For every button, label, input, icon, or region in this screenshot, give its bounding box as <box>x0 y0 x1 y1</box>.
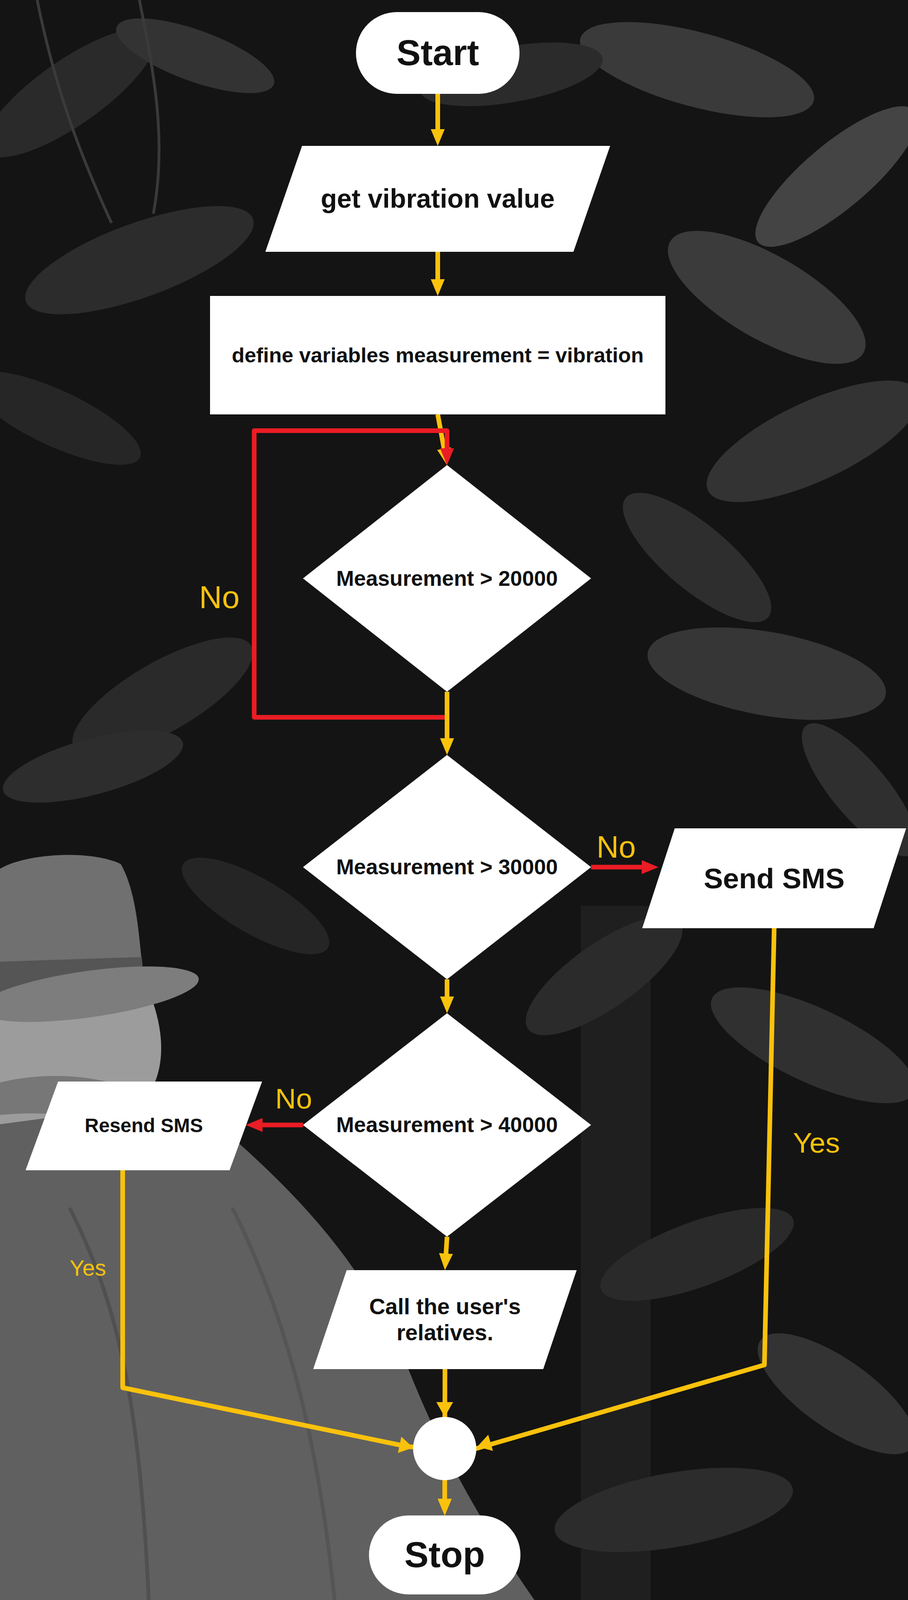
edge-label: Yes <box>69 1256 106 1282</box>
process-box: define variables measurement = vibration <box>210 296 666 415</box>
node-label: define variables measurement = vibration <box>231 343 645 368</box>
flow-arrow <box>444 979 450 1003</box>
leaf <box>548 1452 800 1568</box>
parallelogram-shape <box>25 1081 263 1171</box>
flow-arrow <box>435 93 441 135</box>
flow-arrow <box>445 1236 448 1260</box>
flow-arrow <box>444 691 450 744</box>
node-label: Stop <box>404 1534 485 1577</box>
leaf <box>0 353 152 483</box>
output-parallelogram: Send SMS <box>642 828 907 929</box>
diamond-shape <box>302 1013 592 1237</box>
node-text: Measurement > 40000 <box>336 1112 559 1138</box>
node-text: Measurement > 30000 <box>336 855 559 880</box>
node-text: Send SMS <box>703 861 845 895</box>
node-label: Start <box>396 32 480 74</box>
edge-label: No <box>596 830 636 865</box>
node-label: Resend SMS <box>84 1114 203 1138</box>
coat-fold <box>232 1208 335 1600</box>
node-label: Measurement > 40000 <box>336 1112 559 1138</box>
leaf <box>696 964 908 1127</box>
parallelogram-shape <box>313 1270 577 1370</box>
leaf <box>589 1189 804 1321</box>
node-text: Start <box>396 32 480 74</box>
decision-diamond: Measurement > 30000 <box>302 755 592 980</box>
node-label: Send SMS <box>703 861 845 895</box>
edge-label: Yes <box>792 1127 840 1159</box>
node-label: Measurement > 30000 <box>336 855 559 880</box>
decision-diamond: Measurement > 40000 <box>302 1013 592 1237</box>
node-text: Measurement > 20000 <box>336 566 559 592</box>
leaf <box>691 356 908 527</box>
node-text: Resend SMS <box>84 1114 203 1138</box>
leaf <box>107 3 283 109</box>
hat-brim <box>0 955 203 1034</box>
flow-arrow <box>435 251 441 285</box>
input-parallelogram: get vibration value <box>265 145 611 252</box>
node-text: define variables measurement = vibration <box>231 343 645 368</box>
leaf <box>736 85 908 268</box>
flow-arrow <box>444 928 775 1505</box>
parallelogram-shape <box>265 145 611 252</box>
output-parallelogram: Call the user's relatives. <box>313 1270 577 1370</box>
leaf <box>605 473 790 643</box>
pill-shape <box>368 1515 521 1595</box>
coat-fold <box>69 1208 149 1600</box>
node-text: Call the user's relatives. <box>353 1294 537 1346</box>
leaf <box>640 611 893 737</box>
junction-circle <box>413 1417 477 1481</box>
diamond-shape <box>302 755 592 980</box>
node-label: Measurement > 20000 <box>336 566 559 592</box>
node-text: Stop <box>404 1534 485 1577</box>
decision-diamond: Measurement > 20000 <box>302 465 592 692</box>
twig <box>139 0 159 214</box>
junction-arrowhead <box>397 1436 414 1454</box>
leaf <box>649 205 885 390</box>
junction-arrowhead <box>477 1434 494 1452</box>
output-parallelogram: Resend SMS <box>25 1081 263 1171</box>
node-label: Call the user's relatives. <box>353 1294 537 1346</box>
node-outline <box>313 1270 577 1370</box>
twig <box>37 0 112 224</box>
node-label: get vibration value <box>320 183 555 215</box>
node-text: get vibration value <box>320 183 555 215</box>
terminal-pill: Stop <box>368 1515 521 1595</box>
edge-label: No <box>199 579 240 615</box>
leaf <box>0 715 191 818</box>
diamond-shape <box>302 465 592 692</box>
flow-arrow <box>437 414 446 454</box>
junction-arrowhead <box>436 1402 454 1418</box>
pill-shape <box>355 12 520 94</box>
edge-label: No <box>275 1083 312 1115</box>
flow-arrow <box>256 1123 303 1128</box>
flow-arrow <box>591 865 648 870</box>
parallelogram-shape <box>642 828 907 929</box>
leaf <box>570 2 824 137</box>
terminal-pill: Start <box>355 12 520 94</box>
